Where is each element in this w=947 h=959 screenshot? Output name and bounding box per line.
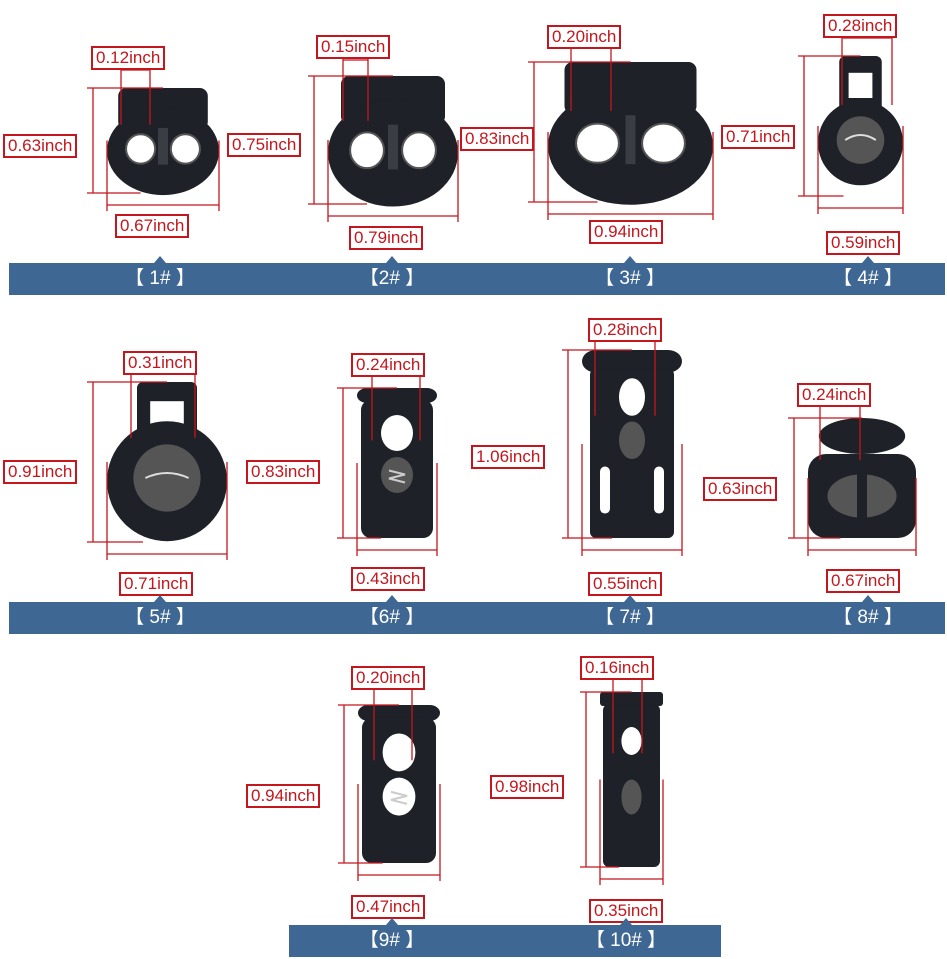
slim-barrel-cord-stopper-icon — [600, 692, 663, 867]
pointer-notch — [154, 595, 166, 602]
size-label-bar: 【 5# 】 【6# 】 【 7# 】 【 8# 】 — [9, 595, 945, 634]
hole-dimension-label: 0.16inch — [580, 656, 655, 680]
item-number-label: 【2# 】 — [359, 268, 425, 289]
height-dimension-label: 0.91inch — [3, 460, 78, 484]
width-dimension-label: 0.55inch — [588, 572, 663, 596]
height-dimension-label: 0.75inch — [227, 133, 302, 157]
hole-dimension-label: 0.24inch — [351, 353, 426, 377]
item-number-label: 【9# 】 — [359, 930, 425, 951]
item-number-label: 【 8# 】 — [833, 607, 903, 628]
round-double-hole-cord-stopper-icon — [107, 88, 219, 196]
flat-top-cord-stopper-icon — [808, 418, 916, 538]
hole-dimension-label: 0.28inch — [588, 318, 663, 342]
item-number-label: 【 5# 】 — [125, 607, 195, 628]
pointer-notch — [624, 256, 636, 263]
barrel-cord-stopper-icon — [357, 388, 437, 538]
dimension-lines — [308, 52, 459, 222]
height-dimension-label: 0.83inch — [246, 460, 321, 484]
width-dimension-label: 0.94inch — [589, 220, 664, 244]
dimension-lines — [580, 664, 664, 885]
pointer-notch — [386, 256, 398, 263]
pointer-notch — [862, 595, 874, 602]
hole-dimension-label: 0.31inch — [123, 351, 198, 375]
slotted-cord-stopper-icon — [582, 350, 682, 538]
width-dimension-label: 0.35inch — [589, 899, 664, 923]
hole-dimension-label: 0.12inch — [91, 46, 166, 70]
dimension-lines — [798, 30, 904, 214]
dimension-lines — [338, 678, 441, 881]
large-double-hole-cord-stopper-icon — [548, 62, 713, 205]
hole-dimension-label: 0.15inch — [316, 35, 391, 59]
item-number-label: 【 3# 】 — [595, 268, 665, 289]
double-hole-barrel-cord-stopper-icon — [358, 705, 440, 863]
dimension-lines — [87, 62, 220, 211]
ball-cord-stopper-icon — [818, 56, 903, 186]
large-ball-cord-stopper-icon — [107, 382, 227, 542]
item-number-label: 【6# 】 — [359, 607, 425, 628]
width-dimension-label: 0.67inch — [826, 569, 901, 593]
hole-dimension-label: 0.24inch — [797, 383, 872, 407]
height-dimension-label: 0.63inch — [3, 134, 78, 158]
width-dimension-label: 0.43inch — [351, 567, 426, 591]
item-number-label: 【 4# 】 — [833, 268, 903, 289]
item-number-label: 【 7# 】 — [595, 607, 665, 628]
height-dimension-label: 1.06inch — [471, 445, 546, 469]
width-dimension-label: 0.79inch — [349, 226, 424, 250]
pointer-notch — [862, 256, 874, 263]
size-label-bar: 【9# 】 【 10# 】 — [289, 918, 721, 957]
width-dimension-label: 0.67inch — [115, 214, 190, 238]
hole-dimension-label: 0.20inch — [351, 666, 426, 690]
width-dimension-label: 0.59inch — [826, 231, 901, 255]
pointer-notch — [386, 595, 398, 602]
pointer-notch — [624, 595, 636, 602]
size-label-bar: 【 1# 】 【2# 】 【 3# 】 【 4# 】 — [9, 256, 945, 295]
height-dimension-label: 0.94inch — [246, 784, 321, 808]
height-dimension-label: 0.83inch — [460, 127, 535, 151]
hole-dimension-label: 0.28inch — [823, 14, 898, 38]
pointer-notch — [154, 256, 166, 263]
height-dimension-label: 0.98inch — [490, 775, 565, 799]
height-dimension-label: 0.71inch — [721, 125, 796, 149]
oval-double-hole-cord-stopper-icon — [328, 76, 458, 207]
item-number-label: 【 1# 】 — [125, 268, 195, 289]
pointer-notch — [386, 918, 398, 925]
width-dimension-label: 0.47inch — [351, 895, 426, 919]
hole-dimension-label: 0.20inch — [547, 25, 622, 49]
width-dimension-label: 0.71inch — [119, 572, 194, 596]
pointer-notch — [620, 918, 632, 925]
item-number-label: 【 10# 】 — [585, 930, 667, 951]
height-dimension-label: 0.63inch — [703, 477, 778, 501]
dimension-lines — [528, 32, 714, 220]
